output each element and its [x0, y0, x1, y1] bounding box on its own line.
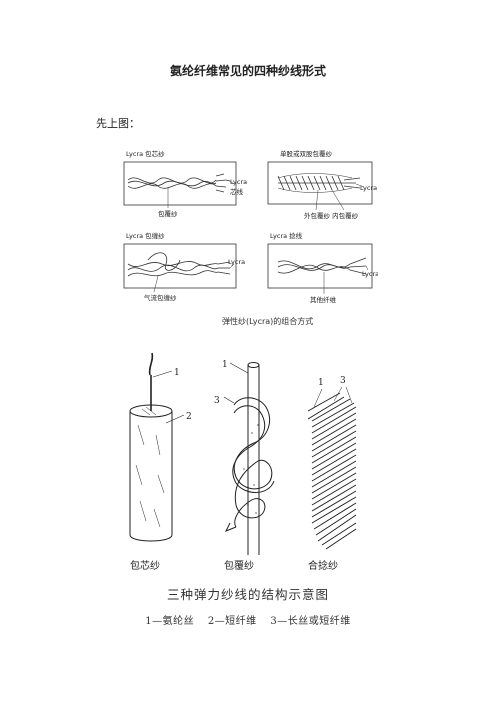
covered-yarn-rod-drawing	[224, 362, 275, 555]
number-3-covered: 3	[214, 396, 220, 406]
plied-lycra-label: Lycra	[362, 270, 378, 278]
plied-yarn-drawing	[307, 386, 357, 550]
legend-item-1: 1—氨纶丝	[145, 616, 195, 627]
covered-yarn-label: 包覆纱	[224, 559, 254, 572]
legend-item-2: 2—短纤维	[207, 616, 257, 627]
lycra-combination-figure: Lycra 包芯纱 Lycra 芯线 包覆纱 单股或双股包覆纱 Lycra 外包…	[123, 149, 378, 326]
core-spun-yarn-label: 包芯纱	[130, 559, 160, 572]
core-spun-label: Lycra 包芯纱	[126, 149, 165, 158]
air-covered-lycra-label: Lycra	[228, 258, 245, 266]
air-covered-yarn-drawing	[127, 252, 231, 277]
core-lycra-label: Lycra	[230, 178, 247, 186]
plied-other-fiber-label: 其他纤维	[310, 295, 337, 304]
covered-panel-frame	[267, 161, 373, 205]
covered-yarn-drawing	[277, 173, 361, 193]
number-1-covered: 1	[222, 360, 228, 370]
plied-yarn-drawing	[277, 257, 367, 275]
intro-text: 先上图：	[96, 117, 140, 130]
covered-lycra-label: Lycra	[360, 184, 377, 192]
core-spun-cylinder-drawing	[129, 352, 173, 542]
number-3-plied: 3	[340, 376, 346, 386]
air-covered-panel-frame	[123, 243, 237, 289]
number-1-plied: 1	[318, 378, 324, 388]
figure1-caption: 弹性纱(Lycra)的组合方式	[222, 316, 313, 326]
core-spun-yarn-drawing	[127, 173, 231, 193]
covered-wrap-label: 外包覆纱 内包覆纱	[304, 211, 359, 220]
figure2-caption: 三种弹力纱线的结构示意图	[166, 587, 329, 602]
covered-yarn-label: 单股或双股包覆纱	[280, 149, 333, 158]
number-1-core: 1	[174, 368, 180, 378]
core-spun-panel-frame	[123, 161, 237, 206]
core-sheath-label: 包覆纱	[158, 209, 178, 218]
plied-yarn-label: 合捻纱	[308, 559, 338, 572]
plied-title-label: Lycra 捻线	[270, 231, 303, 240]
plied-panel-frame	[267, 243, 373, 289]
air-covered-bottom-label: 气流包缠纱	[144, 293, 177, 302]
number-2-short-fiber: 2	[186, 412, 192, 422]
page-title: 氨纶纤维常见的四种纱线形式	[169, 64, 326, 78]
elastic-yarn-structure-figure: 1 2 1 3 1 3 包芯纱 包覆纱 合捻纱	[129, 352, 357, 572]
core-thread-label: 芯线	[230, 187, 244, 196]
figure2-legend: 1—氨纶丝 2—短纤维 3—长丝或短纤维	[0, 612, 496, 627]
legend-item-3: 3—长丝或短纤维	[270, 616, 351, 627]
air-covered-title-label: Lycra 包缠纱	[126, 231, 165, 240]
